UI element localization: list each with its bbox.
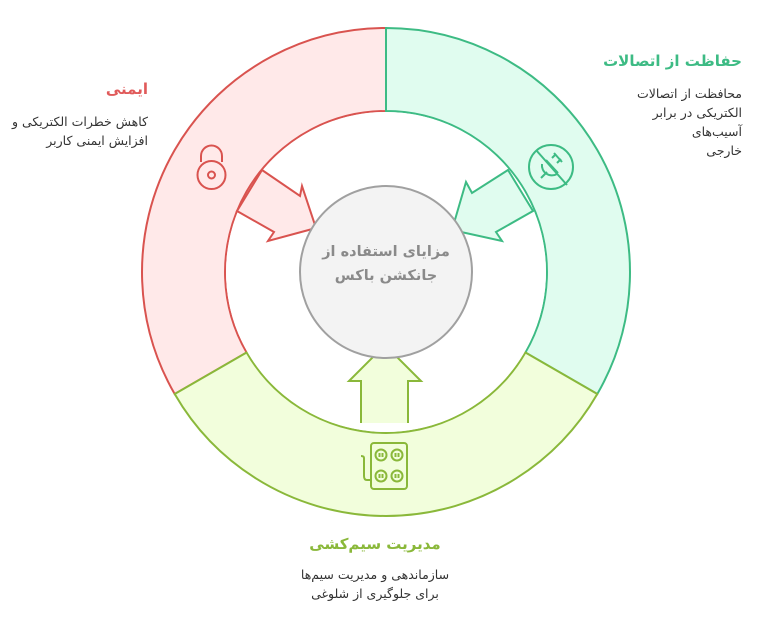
segment-safety [141, 26, 387, 396]
connection-desc-line3: خارجی [706, 143, 742, 158]
connection-desc-line2: الکتریکی در برابر آسیب‌های [652, 105, 742, 139]
label-cable-management: مدیریت سیم‌کشی سازماندهی و مدیریت سیم‌ها… [290, 535, 460, 603]
label-safety: ایمنی کاهش خطرات الکتریکی و افزایش ایمنی… [10, 80, 148, 150]
connection-protection-description: محافظت از اتصالات الکتریکی در برابر آسیب… [600, 84, 742, 160]
center-circle [299, 185, 473, 359]
safety-title: ایمنی [105, 80, 148, 98]
segment-connection-protection [385, 26, 631, 396]
safety-desc-line1: کاهش خطرات الکتریکی و [11, 114, 148, 129]
center-title-line1: مزایای استفاده از [322, 244, 450, 260]
center-title-line2: جانکشن باکس [334, 268, 438, 284]
connection-desc-line1: محافظت از اتصالات [636, 86, 742, 101]
power-strip-icon [360, 442, 408, 490]
cable-desc-line2: برای جلوگیری از شلوغی [311, 586, 439, 601]
safety-desc-line2: افزایش ایمنی کاربر [46, 133, 148, 148]
arrow-safety [235, 168, 318, 243]
segment-cable-management [173, 351, 599, 517]
center-title: مزایای استفاده از جانکشن باکس [300, 240, 472, 288]
label-connection-protection: حفاظت از اتصالات محافظت از اتصالات الکتر… [600, 52, 742, 160]
cable-desc-line1: سازماندهی و مدیریت سیم‌ها [300, 567, 450, 582]
no-plug-icon [528, 144, 574, 190]
padlock-icon [196, 144, 227, 190]
safety-description: کاهش خطرات الکتریکی و افزایش ایمنی کاربر [10, 112, 148, 150]
cable-management-title: مدیریت سیم‌کشی [309, 535, 441, 553]
arrow-connection-protection [450, 168, 535, 243]
connection-protection-title: حفاظت از اتصالات [603, 52, 742, 70]
cable-management-description: سازماندهی و مدیریت سیم‌ها برای جلوگیری ا… [290, 565, 460, 603]
